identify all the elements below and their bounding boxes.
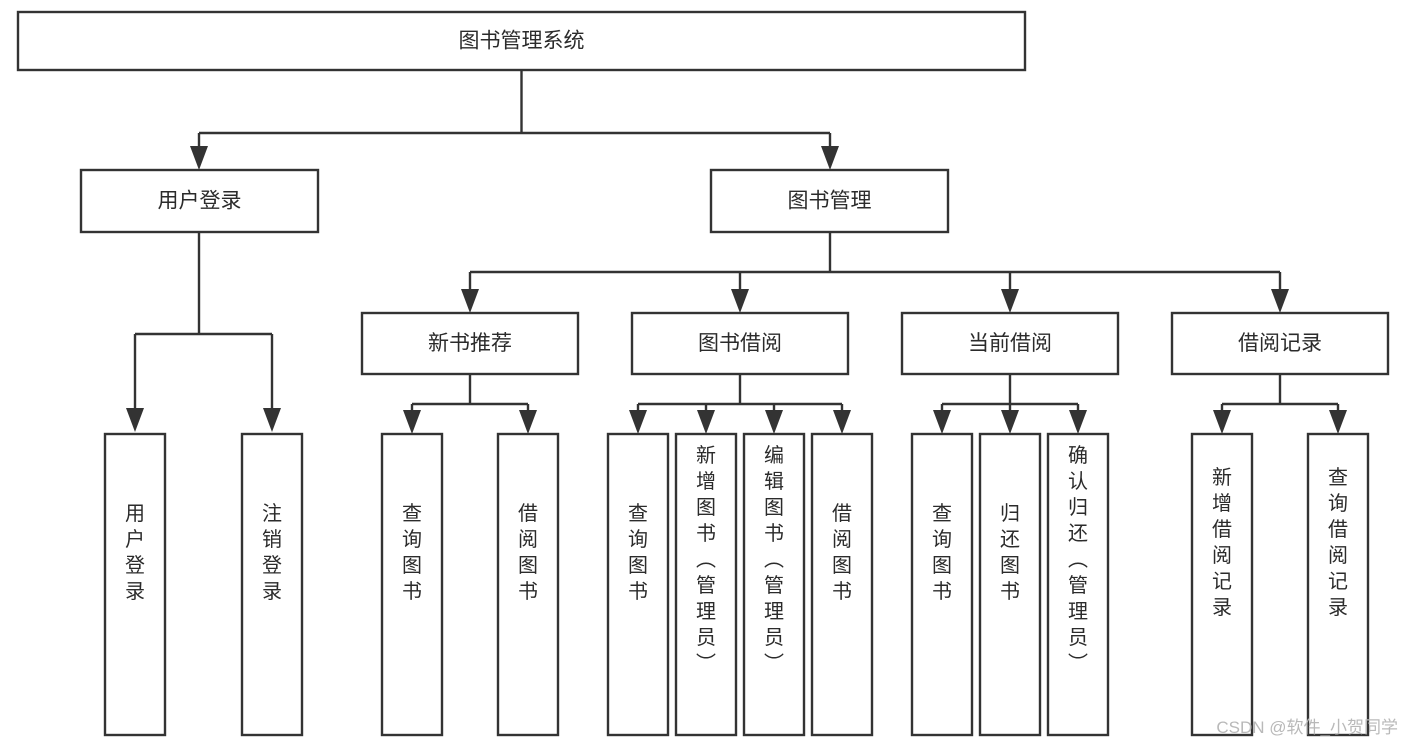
arrow-to-leaf-user-logout — [263, 408, 281, 432]
node-root-label: 图书管理系统 — [459, 30, 585, 53]
csdn-watermark: CSDN @软件_小贺同学 — [1216, 718, 1398, 737]
node-book-manage[interactable]: 图书管理 — [709, 168, 950, 234]
leaf-node-add-record[interactable]: 新增借阅记录 — [1190, 432, 1254, 737]
leaf-node-confirm-return-label: 确认归还︵管理员︶ — [1068, 444, 1088, 675]
connector-group-root — [190, 70, 839, 170]
arrow-to-leaf-add-record — [1213, 410, 1231, 434]
node-root[interactable]: 图书管理系统 — [16, 10, 1027, 72]
node-book-manage-label: 图书管理 — [788, 190, 872, 213]
leaf-node-borrow-book-1[interactable]: 借阅图书 — [496, 432, 560, 737]
leaf-node-query-record-label: 查询借阅记录 — [1328, 466, 1348, 619]
arrow-to-borrow-record — [1271, 289, 1289, 313]
leaf-node-return-book-label: 归还图书 — [1000, 502, 1020, 603]
arrow-to-leaf-borrow-book-2 — [833, 410, 851, 434]
arrow-to-book-manage — [821, 146, 839, 170]
arrow-to-new-book-recommend — [461, 289, 479, 313]
arrow-to-current-borrow — [1001, 289, 1019, 313]
node-borrow-record[interactable]: 借阅记录 — [1170, 311, 1390, 376]
node-new-book-recommend[interactable]: 新书推荐 — [360, 311, 580, 376]
arrow-to-leaf-query-record — [1329, 410, 1347, 434]
arrow-to-leaf-query-book-2 — [629, 410, 647, 434]
leaf-node-edit-book-label: 编辑图书︵管理员︶ — [764, 444, 784, 675]
arrow-to-leaf-edit-book — [765, 410, 783, 434]
arrow-to-user-login — [190, 146, 208, 170]
leaf-node-add-book[interactable]: 新增图书︵管理员︶ — [674, 432, 738, 737]
arrow-to-leaf-confirm-return — [1069, 410, 1087, 434]
arrow-to-leaf-borrow-book-1 — [519, 410, 537, 434]
leaf-node-query-record[interactable]: 查询借阅记录 — [1306, 432, 1370, 737]
arrow-to-book-borrow — [731, 289, 749, 313]
leaf-node-user-login[interactable]: 用户登录 — [103, 432, 167, 737]
leaf-node-borrow-book-2-label: 借阅图书 — [832, 502, 852, 603]
leaf-node-query-book-3-label: 查询图书 — [932, 502, 952, 603]
leaf-node-query-book-1[interactable]: 查询图书 — [380, 432, 444, 737]
leaf-node-borrow-book-2[interactable]: 借阅图书 — [810, 432, 874, 737]
leaf-node-confirm-return[interactable]: 确认归还︵管理员︶ — [1046, 432, 1110, 737]
leaf-node-borrow-book-1-label: 借阅图书 — [518, 502, 538, 603]
node-book-borrow[interactable]: 图书借阅 — [630, 311, 850, 376]
node-current-borrow[interactable]: 当前借阅 — [900, 311, 1120, 376]
connector-group-borrow-record — [1213, 374, 1347, 434]
leaf-node-query-book-1-label: 查询图书 — [402, 502, 422, 603]
leaf-node-add-record-label: 新增借阅记录 — [1212, 466, 1232, 619]
node-new-book-recommend-label: 新书推荐 — [428, 332, 512, 355]
node-user-login[interactable]: 用户登录 — [79, 168, 320, 234]
arrow-to-leaf-add-book — [697, 410, 715, 434]
connector-group-book-manage — [461, 232, 1289, 313]
arrow-to-leaf-user-login — [126, 408, 144, 432]
leaf-node-user-logout[interactable]: 注销登录 — [240, 432, 304, 737]
connector-group-book-borrow — [629, 374, 851, 434]
connector-group-current-borrow — [933, 374, 1087, 434]
leaf-node-user-login-label: 用户登录 — [125, 503, 145, 603]
arrow-to-leaf-query-book-1 — [403, 410, 421, 434]
leaf-node-query-book-2-label: 查询图书 — [628, 502, 648, 603]
leaf-node-user-logout-label: 注销登录 — [262, 502, 282, 603]
leaf-node-add-book-label: 新增图书︵管理员︶ — [696, 444, 716, 675]
leaf-node-query-book-2[interactable]: 查询图书 — [606, 432, 670, 737]
connector-group-new-book-recommend — [403, 374, 537, 434]
node-user-login-label: 用户登录 — [158, 190, 242, 213]
node-borrow-record-label: 借阅记录 — [1238, 332, 1322, 355]
leaf-node-return-book[interactable]: 归还图书 — [978, 432, 1042, 737]
node-current-borrow-label: 当前借阅 — [968, 332, 1052, 355]
leaf-node-edit-book[interactable]: 编辑图书︵管理员︶ — [742, 432, 806, 737]
arrow-to-leaf-query-book-3 — [933, 410, 951, 434]
node-book-borrow-label: 图书借阅 — [698, 332, 782, 355]
leaf-node-query-book-3[interactable]: 查询图书 — [910, 432, 974, 737]
arrow-to-leaf-return-book — [1001, 410, 1019, 434]
connector-group-user-login — [126, 232, 281, 432]
